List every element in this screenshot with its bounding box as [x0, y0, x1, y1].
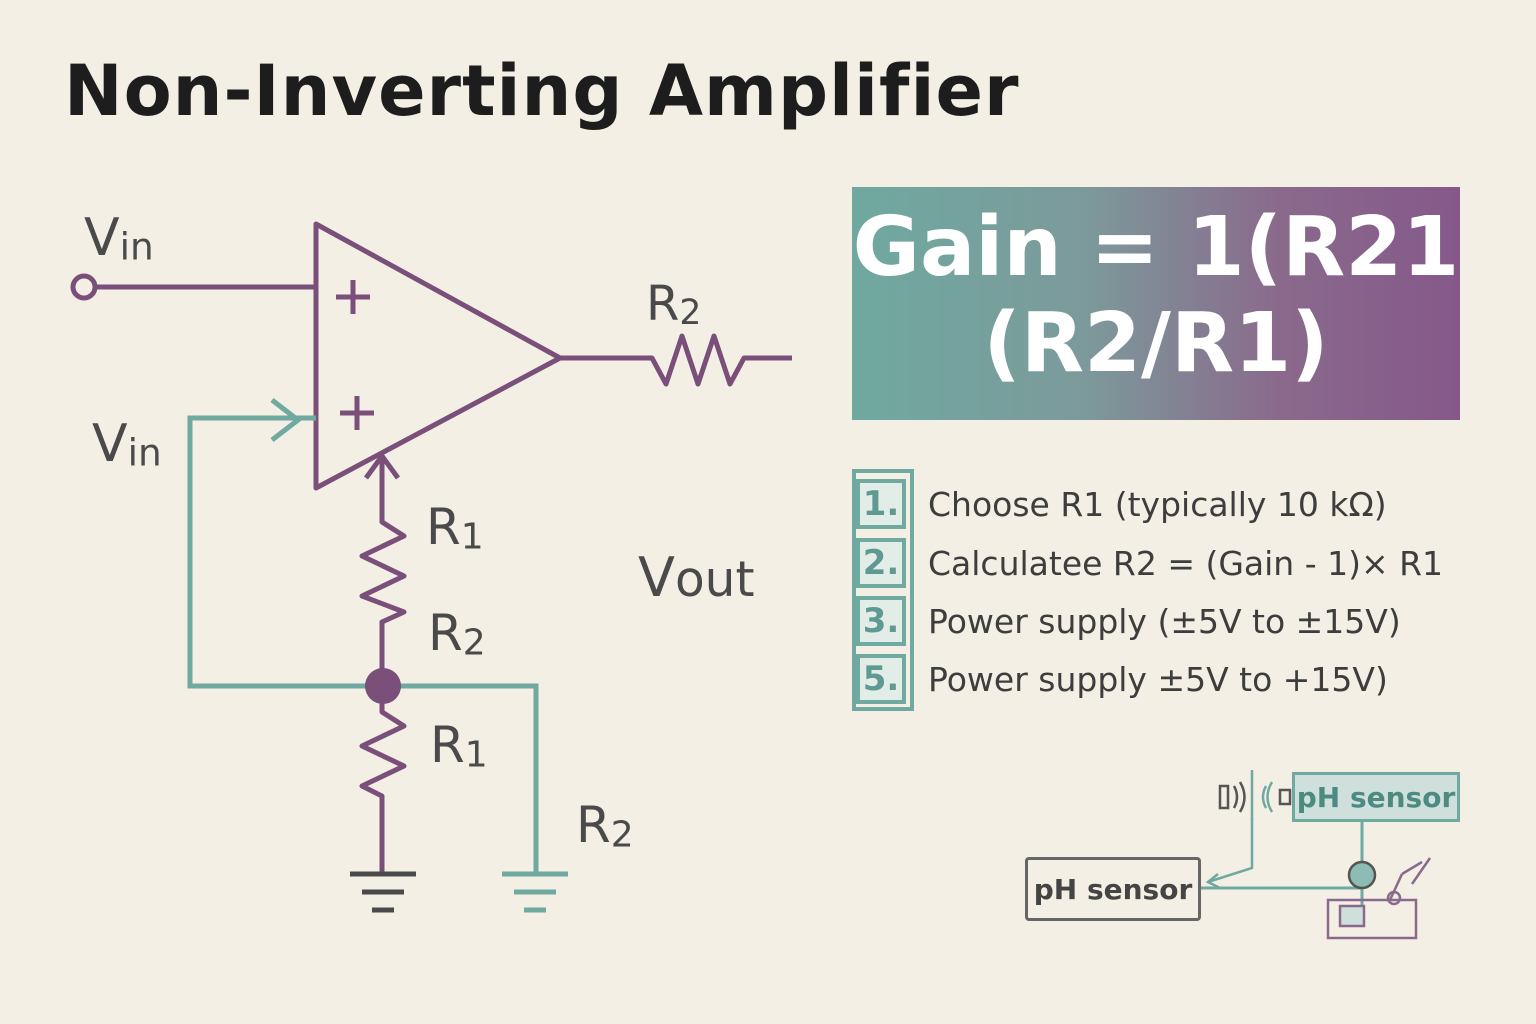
vout-label: Vout [638, 546, 755, 609]
step-item: 3. Power supply (±5V to ±15V) [852, 593, 1401, 649]
r2-output-label: R2 [646, 276, 702, 334]
step-text: Choose R1 (typically 10 kΩ) [928, 484, 1387, 524]
page-title: Non-Inverting Amplifier [64, 50, 1020, 132]
upper-resistor [359, 456, 407, 686]
probe-stand-icon [1326, 857, 1432, 940]
step-text: Calculatee R2 = (Gain - 1)× R1 [928, 543, 1444, 583]
step-text: Power supply (±5V to ±15V) [928, 601, 1401, 641]
r2-middle-label: R2 [428, 604, 486, 664]
plus-sign-bottom [340, 396, 374, 430]
vin-top-label: Vin [84, 208, 154, 269]
vin-left-label: Vin [92, 414, 162, 475]
ph-sensor-bottom-box: pH sensor [1025, 857, 1201, 921]
step-number: 1. [856, 479, 906, 529]
step-text: Power supply ±5V to +15V) [928, 659, 1388, 699]
ground-teal [502, 871, 568, 913]
sensor-arrowhead [1205, 873, 1221, 890]
feedback-wire [187, 415, 539, 874]
gain-formula-box: Gain = 1(R21 (R2/R1) [852, 187, 1460, 420]
gain-formula-line1: Gain = 1(R21 [852, 200, 1460, 295]
sensor-node [1347, 860, 1377, 890]
op-amp-triangle [313, 221, 563, 491]
output-resistor [560, 333, 792, 387]
ground-purple [350, 871, 416, 913]
r2-ground-label: R2 [576, 796, 634, 856]
vin-terminal [70, 273, 98, 301]
step-number: 3. [856, 596, 906, 646]
plus-sign-top [336, 280, 370, 314]
step-item: 2. Calculatee R2 = (Gain - 1)× R1 [852, 535, 1443, 591]
step-number: 5. [856, 654, 906, 704]
lower-resistor [359, 686, 407, 872]
ph-sensor-top-box: pH sensor [1292, 772, 1460, 822]
sensor-wave-icon [1218, 770, 1292, 820]
r1-lower-label: R1 [430, 716, 488, 776]
step-item: 5. Power supply ±5V to +15V) [852, 651, 1388, 707]
gain-formula-line2: (R2/R1) [983, 296, 1329, 391]
r1-upper-label: R1 [426, 498, 484, 558]
step-item: 1. Choose R1 (typically 10 kΩ) [852, 476, 1387, 532]
step-number: 2. [856, 538, 906, 588]
feedback-arrow [270, 398, 303, 442]
sensor-arrow-line [1207, 818, 1254, 884]
